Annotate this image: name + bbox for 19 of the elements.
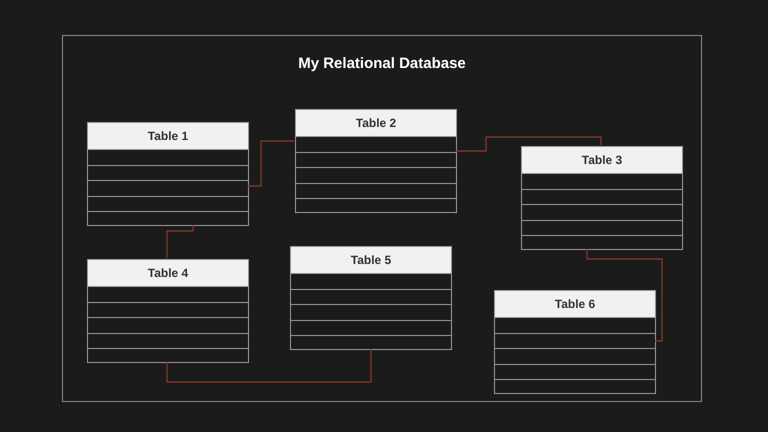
connector-line: [248, 140, 294, 187]
table-box: [290, 246, 452, 350]
frame-heading: My Relational Database: [297, 55, 467, 72]
table-box: [87, 122, 249, 226]
table-box: [295, 109, 457, 213]
table-header: Table 1: [88, 123, 248, 149]
table-header: Table 4: [88, 260, 248, 286]
connector-line: [456, 136, 602, 152]
table-box: [87, 259, 249, 363]
table-box: [521, 146, 683, 250]
table-header: Table 6: [495, 291, 655, 317]
connector-line: [166, 349, 372, 383]
database-frame: [62, 35, 702, 402]
connector-line: [586, 249, 663, 342]
table-box: [494, 290, 656, 394]
connector-line: [166, 225, 194, 258]
table-header: Table 5: [291, 247, 451, 273]
table-header: Table 2: [296, 110, 456, 136]
table-header: Table 3: [522, 147, 682, 173]
